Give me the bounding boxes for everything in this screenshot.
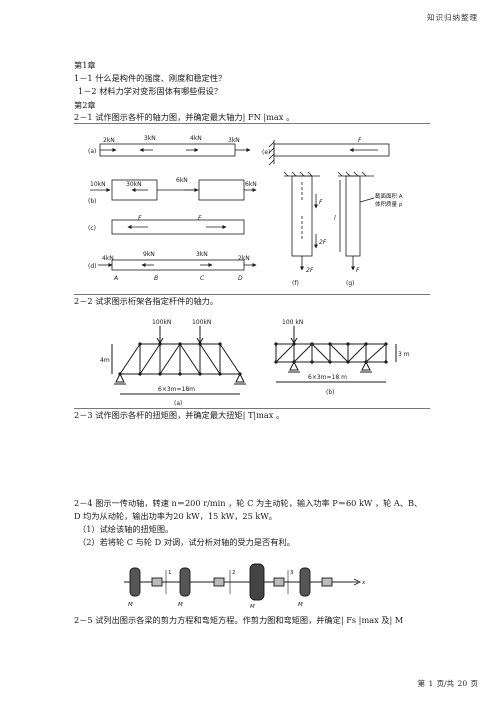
figure-2-4-shaft: 1 2 3 x M M M M xyxy=(124,563,366,610)
fig-e-force: F xyxy=(358,137,362,144)
fig-f-force-1: F xyxy=(319,199,323,206)
fig-b-force-4: 6kN xyxy=(245,181,257,188)
fig-b-force-3: 6kN xyxy=(176,177,188,184)
fig-b-force-1: 10kN xyxy=(90,181,106,188)
figure-2-1-bars: (a) 2kN 3kN 4kN 3kN (b) 10kN 30kN 6kN 6k… xyxy=(88,135,403,287)
truss-a-span: 6×3m=18m xyxy=(158,386,195,393)
divider xyxy=(74,294,430,295)
fig-c-label: (c) xyxy=(88,225,96,232)
fig-g-length: l xyxy=(334,215,336,222)
question-2-4-line-1: 2－4 图示一传动轴，转速 n＝200 r/min ，轮 C 为主动轮，输入功率… xyxy=(74,498,423,508)
fig-a-force-2: 3kN xyxy=(144,135,156,142)
fig-d-point-d: D xyxy=(238,275,243,282)
chapter-1-heading: 第1章 xyxy=(74,60,96,70)
fig-c-force-2: F xyxy=(198,215,202,222)
fig-a-force-4: 3kN xyxy=(228,137,240,144)
fig-d-point-a: A xyxy=(113,275,118,282)
truss-b-span: 6×3m=18 m xyxy=(308,374,347,381)
fig-b-force-2: 30kN xyxy=(126,181,142,188)
fig-a-label: (a) xyxy=(88,148,96,155)
question-1-1: 1－1 什么是构件的强度、刚度和稳定性？ xyxy=(74,73,227,83)
fig-g-note-density: 体积质量 ρ xyxy=(375,200,403,208)
fig-d-point-b: B xyxy=(154,275,158,282)
chapter-2-heading: 第2章 xyxy=(74,100,96,110)
section-1-label: 1 xyxy=(168,570,172,576)
fig-a-force-3: 4kN xyxy=(190,135,202,142)
divider xyxy=(74,123,430,124)
truss-a-load-1: 100kN xyxy=(152,319,171,326)
fig-g-label: (g) xyxy=(346,280,355,287)
wheel-c-moment: M xyxy=(250,604,255,610)
fig-f-label: (f) xyxy=(292,280,299,287)
divider xyxy=(74,408,430,409)
fig-d-point-c: C xyxy=(200,275,205,282)
wheel-b-moment: M xyxy=(178,602,183,608)
page-number: 第 1 页/共 20 页 xyxy=(417,679,478,688)
fig-g-force: F xyxy=(356,267,360,274)
wheel-a-moment: M xyxy=(128,602,133,608)
fig-d-label: (d) xyxy=(88,263,97,270)
fig-c-force-1: F xyxy=(138,215,142,222)
question-2-3: 2－3 试作图示各杆的扭矩图，并确定最大扭矩| T|max 。 xyxy=(74,410,285,420)
shaft-axis-label: x xyxy=(361,580,366,586)
fig-d-force-2: 9kN xyxy=(143,251,155,258)
question-2-5: 2－5 试列出图示各梁的剪力方程和弯矩方程。作剪力图和弯矩图，并确定| Fs |… xyxy=(74,615,404,625)
running-header: 知识归纳整理 xyxy=(427,13,478,22)
fig-f-force-2: 2F xyxy=(319,239,327,246)
fig-a-force-1: 2kN xyxy=(103,137,115,144)
truss-a-load-2: 100kN xyxy=(192,319,211,326)
figure-2-2-trusses: 100kN 100kN 4m 6×3m=18m (a) 100 kN 3 m 6… xyxy=(100,319,410,407)
wheel-d-moment: M xyxy=(298,602,303,608)
section-3-label: 3 xyxy=(290,570,294,576)
truss-b-load: 100 kN xyxy=(282,319,303,326)
truss-a-label: (a) xyxy=(174,400,182,407)
section-2-label: 2 xyxy=(232,570,236,576)
question-2-4-item-1: （1）试绘该轴的扭矩图。 xyxy=(78,524,174,534)
question-2-1: 2－1 试作图示各杆的轴力图，并确定最大轴力| FN |max 。 xyxy=(74,112,295,122)
question-2-2: 2－2 试求图示桁架各指定杆件的轴力。 xyxy=(74,296,219,306)
question-1-2: 1－2 材料力学对变形固体有哪些假设？ xyxy=(78,86,223,96)
truss-b-label: (b) xyxy=(326,389,335,396)
truss-b-height: 3 m xyxy=(398,351,410,358)
fig-d-force-3: 3kN xyxy=(196,251,208,258)
fig-d-force-4: 2kN xyxy=(238,255,250,262)
fig-b-label: (b) xyxy=(88,198,97,205)
fig-d-force-1: 4kN xyxy=(102,255,114,262)
fig-e-label: (e) xyxy=(262,149,270,156)
question-2-4-line-2: D 均为从动轮，输出功率为20 kW，15 kW，25 kW。 xyxy=(74,511,277,521)
fig-g-note-area: 截面面积 A xyxy=(375,192,403,200)
truss-a-height: 4m xyxy=(100,357,110,364)
question-2-4-item-2: （2）若将轮 C 与轮 D 对调，试分析对轴的受力是否有利。 xyxy=(78,537,295,547)
fig-f-force-3: 2F xyxy=(306,267,314,274)
